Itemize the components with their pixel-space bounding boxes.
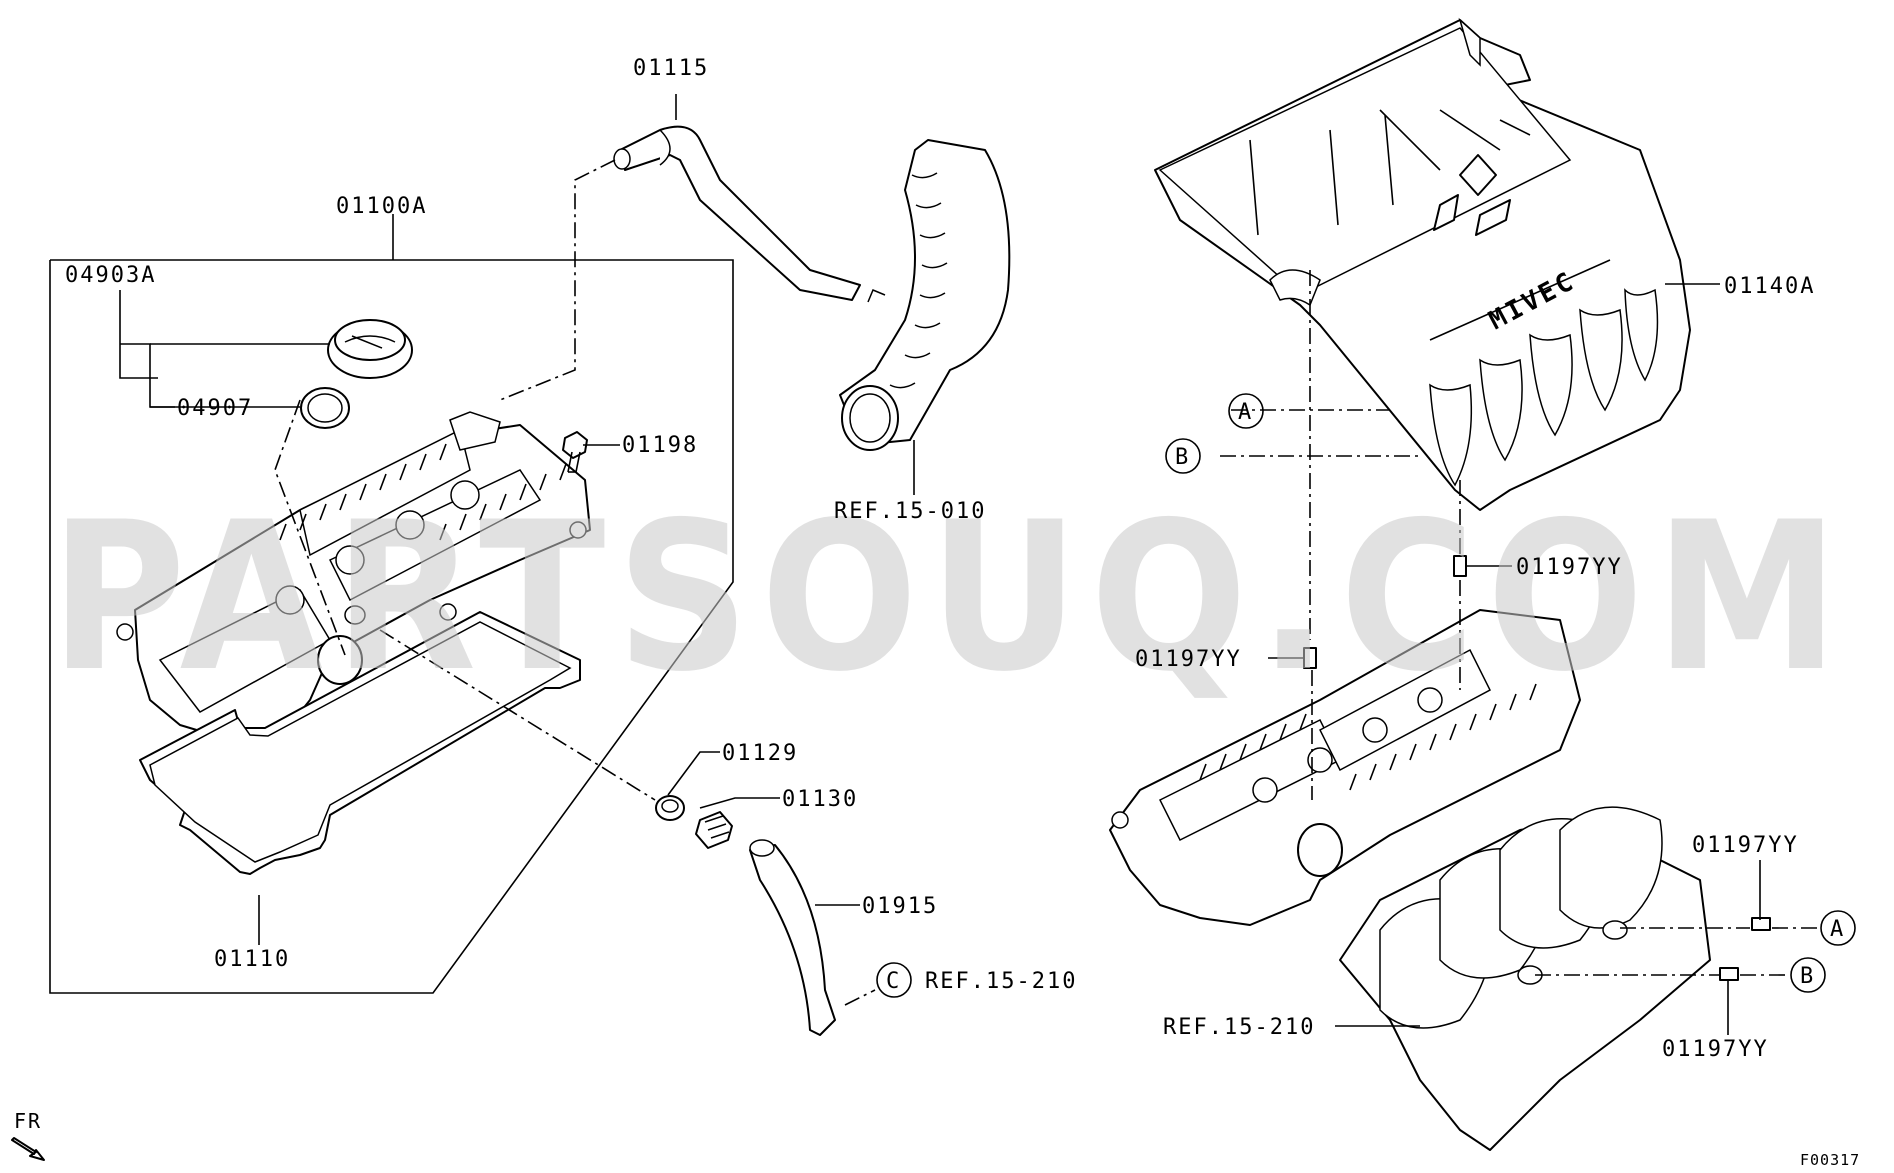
callout-c: C <box>886 969 901 994</box>
label-01197yy-right-a: 01197YY <box>1692 833 1799 858</box>
mitsubishi-logo <box>1433 154 1511 236</box>
figure-code: F00317 <box>1800 1151 1860 1169</box>
label-ref-15-010: REF.15-010 <box>834 499 986 524</box>
label-01197yy-right-b: 01197YY <box>1662 1037 1769 1062</box>
label-01140a: 01140A <box>1724 274 1815 299</box>
stud-01197yy-cover <box>1303 555 1771 981</box>
label-01129: 01129 <box>722 741 798 766</box>
pcv-grommet <box>655 795 685 821</box>
label-01130: 01130 <box>782 787 858 812</box>
label-01197yy-left: 01197YY <box>1135 647 1242 672</box>
callout-b-left: B <box>1175 445 1190 470</box>
oil-cap-gasket <box>300 387 350 429</box>
air-intake-hose <box>839 139 1011 451</box>
oil-filler-cap <box>327 319 413 379</box>
label-01197yy-top: 01197YY <box>1516 555 1623 580</box>
breather-hose <box>613 125 861 301</box>
rocker-cover-right <box>1109 609 1581 926</box>
callout-b-right: B <box>1800 964 1815 989</box>
label-ref-15-210-lower: REF.15-210 <box>1163 1015 1315 1040</box>
label-04903a: 04903A <box>65 263 156 288</box>
label-01198: 01198 <box>622 433 698 458</box>
engine-cover: MIVEC <box>1154 17 1691 511</box>
fr-label: FR <box>14 1109 42 1133</box>
callout-a-left: A <box>1238 400 1253 425</box>
pcv-valve <box>695 811 733 849</box>
intake-manifold <box>1339 806 1711 1151</box>
group-box-01100a <box>49 214 734 994</box>
label-01110: 01110 <box>214 947 290 972</box>
leader-lines-left <box>119 94 915 1006</box>
label-01915: 01915 <box>862 894 938 919</box>
callout-a-right: A <box>1830 917 1845 942</box>
label-04907: 04907 <box>177 396 253 421</box>
label-ref-15-210-upper: REF.15-210 <box>925 969 1077 994</box>
vent-hose <box>749 839 836 1036</box>
watermark-text: PARTSOUQ.COM <box>50 479 1850 717</box>
label-01115: 01115 <box>633 56 709 81</box>
label-01100a: 01100A <box>336 194 427 219</box>
leader-lines-right <box>1165 270 1856 1035</box>
front-arrow-icon <box>11 1137 45 1161</box>
bolt-01198 <box>562 431 588 473</box>
rocker-cover-left <box>116 411 591 741</box>
